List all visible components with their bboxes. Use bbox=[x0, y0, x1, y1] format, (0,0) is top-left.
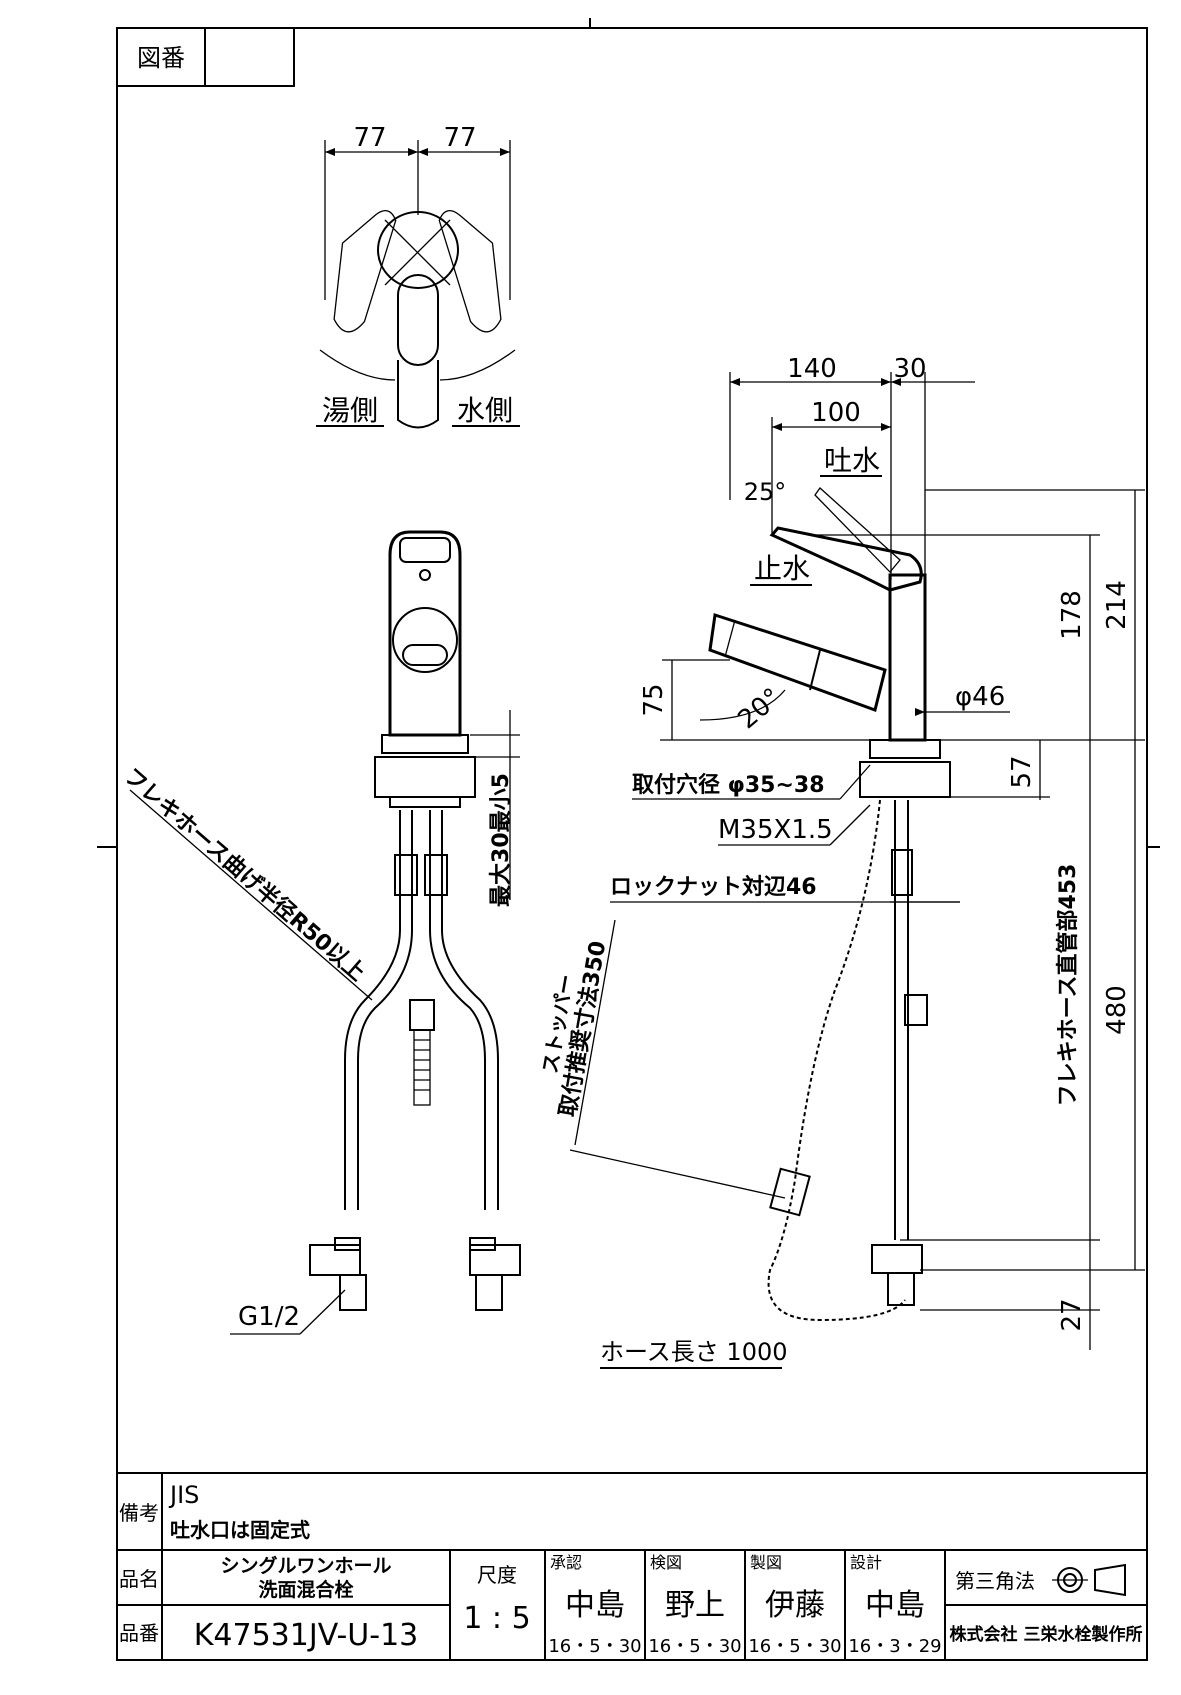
third-angle-projection-icon bbox=[1052, 1563, 1126, 1597]
check-name: 野上 bbox=[665, 1588, 725, 1623]
hole-dia-label: 取付穴径 φ35~38 bbox=[632, 772, 825, 798]
dim-480: 480 bbox=[1102, 985, 1132, 1035]
draft-date: 16・5・30 bbox=[748, 1636, 841, 1657]
approval-date: 16・5・30 bbox=[548, 1636, 641, 1657]
title-block: 備考 JIS 吐水口は固定式 品名 シングルワンホール 洗面混合栓 品番 K47… bbox=[116, 1472, 1148, 1661]
dim-30: 30 bbox=[893, 354, 926, 384]
design-date: 16・3・29 bbox=[848, 1636, 941, 1657]
name-label: 品名 bbox=[119, 1567, 159, 1591]
hose-length-label: ホース長さ 1000 bbox=[600, 1338, 788, 1366]
drawing-number-label: 図番 bbox=[137, 44, 185, 72]
dim-178: 178 bbox=[1057, 590, 1087, 640]
side-view: 140 30 100 吐水 25° 止水 75 20° φ46 bbox=[538, 354, 1145, 1369]
drawing-number-box: 図番 bbox=[116, 27, 295, 87]
top-view: 77 77 湯側 水側 bbox=[316, 123, 520, 429]
remarks-line1: JIS bbox=[168, 1481, 199, 1509]
product-number: K47531JV-U-13 bbox=[194, 1618, 419, 1653]
dim-27: 27 bbox=[1057, 1298, 1087, 1331]
dia-46-label: φ46 bbox=[955, 682, 1005, 712]
sheet-border bbox=[116, 27, 1148, 1661]
approval-name: 中島 bbox=[565, 1588, 625, 1623]
thread-label: G1/2 bbox=[238, 1302, 300, 1332]
product-name-line1: シングルワンホール bbox=[220, 1554, 391, 1577]
dim-214: 214 bbox=[1102, 580, 1132, 630]
draft-name: 伊藤 bbox=[765, 1588, 825, 1623]
remarks-line2: 吐水口は固定式 bbox=[170, 1518, 310, 1542]
front-view: 最大30最小5 フレキホース曲げ半径R50以上 G1/2 bbox=[119, 530, 521, 1335]
number-label: 品番 bbox=[119, 1621, 159, 1645]
flex-length-label: フレキホース直管部453 bbox=[1055, 864, 1081, 1107]
spout-water-label: 吐水 bbox=[824, 444, 880, 477]
cold-side-label: 水側 bbox=[457, 394, 513, 427]
company-name: 株式会社 三栄水栓製作所 bbox=[950, 1624, 1143, 1645]
approval-label: 承認 bbox=[550, 1553, 582, 1572]
remarks-label: 備考 bbox=[119, 1501, 159, 1525]
check-label: 検図 bbox=[650, 1553, 682, 1572]
check-date: 16・5・30 bbox=[648, 1636, 741, 1657]
stop-water-label: 止水 bbox=[754, 552, 810, 585]
dim-140: 140 bbox=[787, 354, 837, 384]
top-dim-right: 77 bbox=[443, 123, 476, 153]
dim-75: 75 bbox=[639, 683, 669, 716]
draft-label: 製図 bbox=[750, 1553, 782, 1572]
max-min-label: 最大30最小5 bbox=[489, 773, 514, 907]
scale-label: 尺度 bbox=[477, 1563, 517, 1587]
dim-57: 57 bbox=[1007, 755, 1037, 788]
design-label: 設計 bbox=[850, 1553, 882, 1572]
dim-100: 100 bbox=[811, 398, 861, 428]
scale-value: 1 : 5 bbox=[463, 1601, 530, 1636]
locknut-label: ロックナット対辺46 bbox=[610, 875, 817, 900]
bend-radius-label: フレキホース曲げ半径R50以上 bbox=[119, 763, 370, 986]
design-name: 中島 bbox=[865, 1588, 925, 1623]
projection-label: 第三角法 bbox=[955, 1569, 1035, 1593]
thread-m35-label: M35X1.5 bbox=[718, 815, 833, 845]
top-dim-left: 77 bbox=[353, 123, 386, 153]
product-name-line2: 洗面混合栓 bbox=[258, 1578, 353, 1601]
hot-side-label: 湯側 bbox=[322, 394, 378, 427]
angle-25-label: 25° bbox=[744, 478, 787, 506]
angle-20-label: 20° bbox=[733, 683, 788, 736]
